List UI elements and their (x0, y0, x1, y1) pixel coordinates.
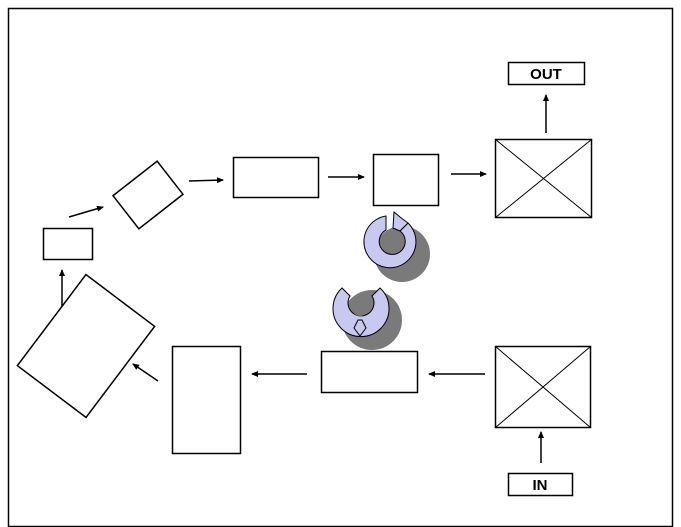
arrow-bottom-1-to-large (132, 363, 159, 382)
process-box-top-3 (372, 153, 440, 207)
split-ring-icon-lower (332, 287, 402, 350)
out-label-box: OUT (507, 61, 586, 86)
process-box-bottom-2 (320, 350, 419, 394)
process-box-top-1-tilted (111, 160, 185, 230)
in-label: IN (533, 477, 548, 494)
out-label: OUT (530, 66, 562, 83)
process-box-small (42, 227, 94, 261)
process-box-bottom-1-tall (171, 345, 242, 455)
arrow-small-to-top-1 (68, 205, 104, 218)
input-station-box (494, 345, 592, 429)
diagram-frame (7, 7, 674, 527)
split-ring-icon-upper (363, 210, 430, 282)
process-box-large-tilted (16, 273, 156, 419)
in-label-box: IN (507, 472, 574, 497)
process-box-top-2 (232, 156, 320, 199)
arrow-top-1-to-2 (188, 177, 224, 184)
output-station-box (494, 138, 593, 219)
